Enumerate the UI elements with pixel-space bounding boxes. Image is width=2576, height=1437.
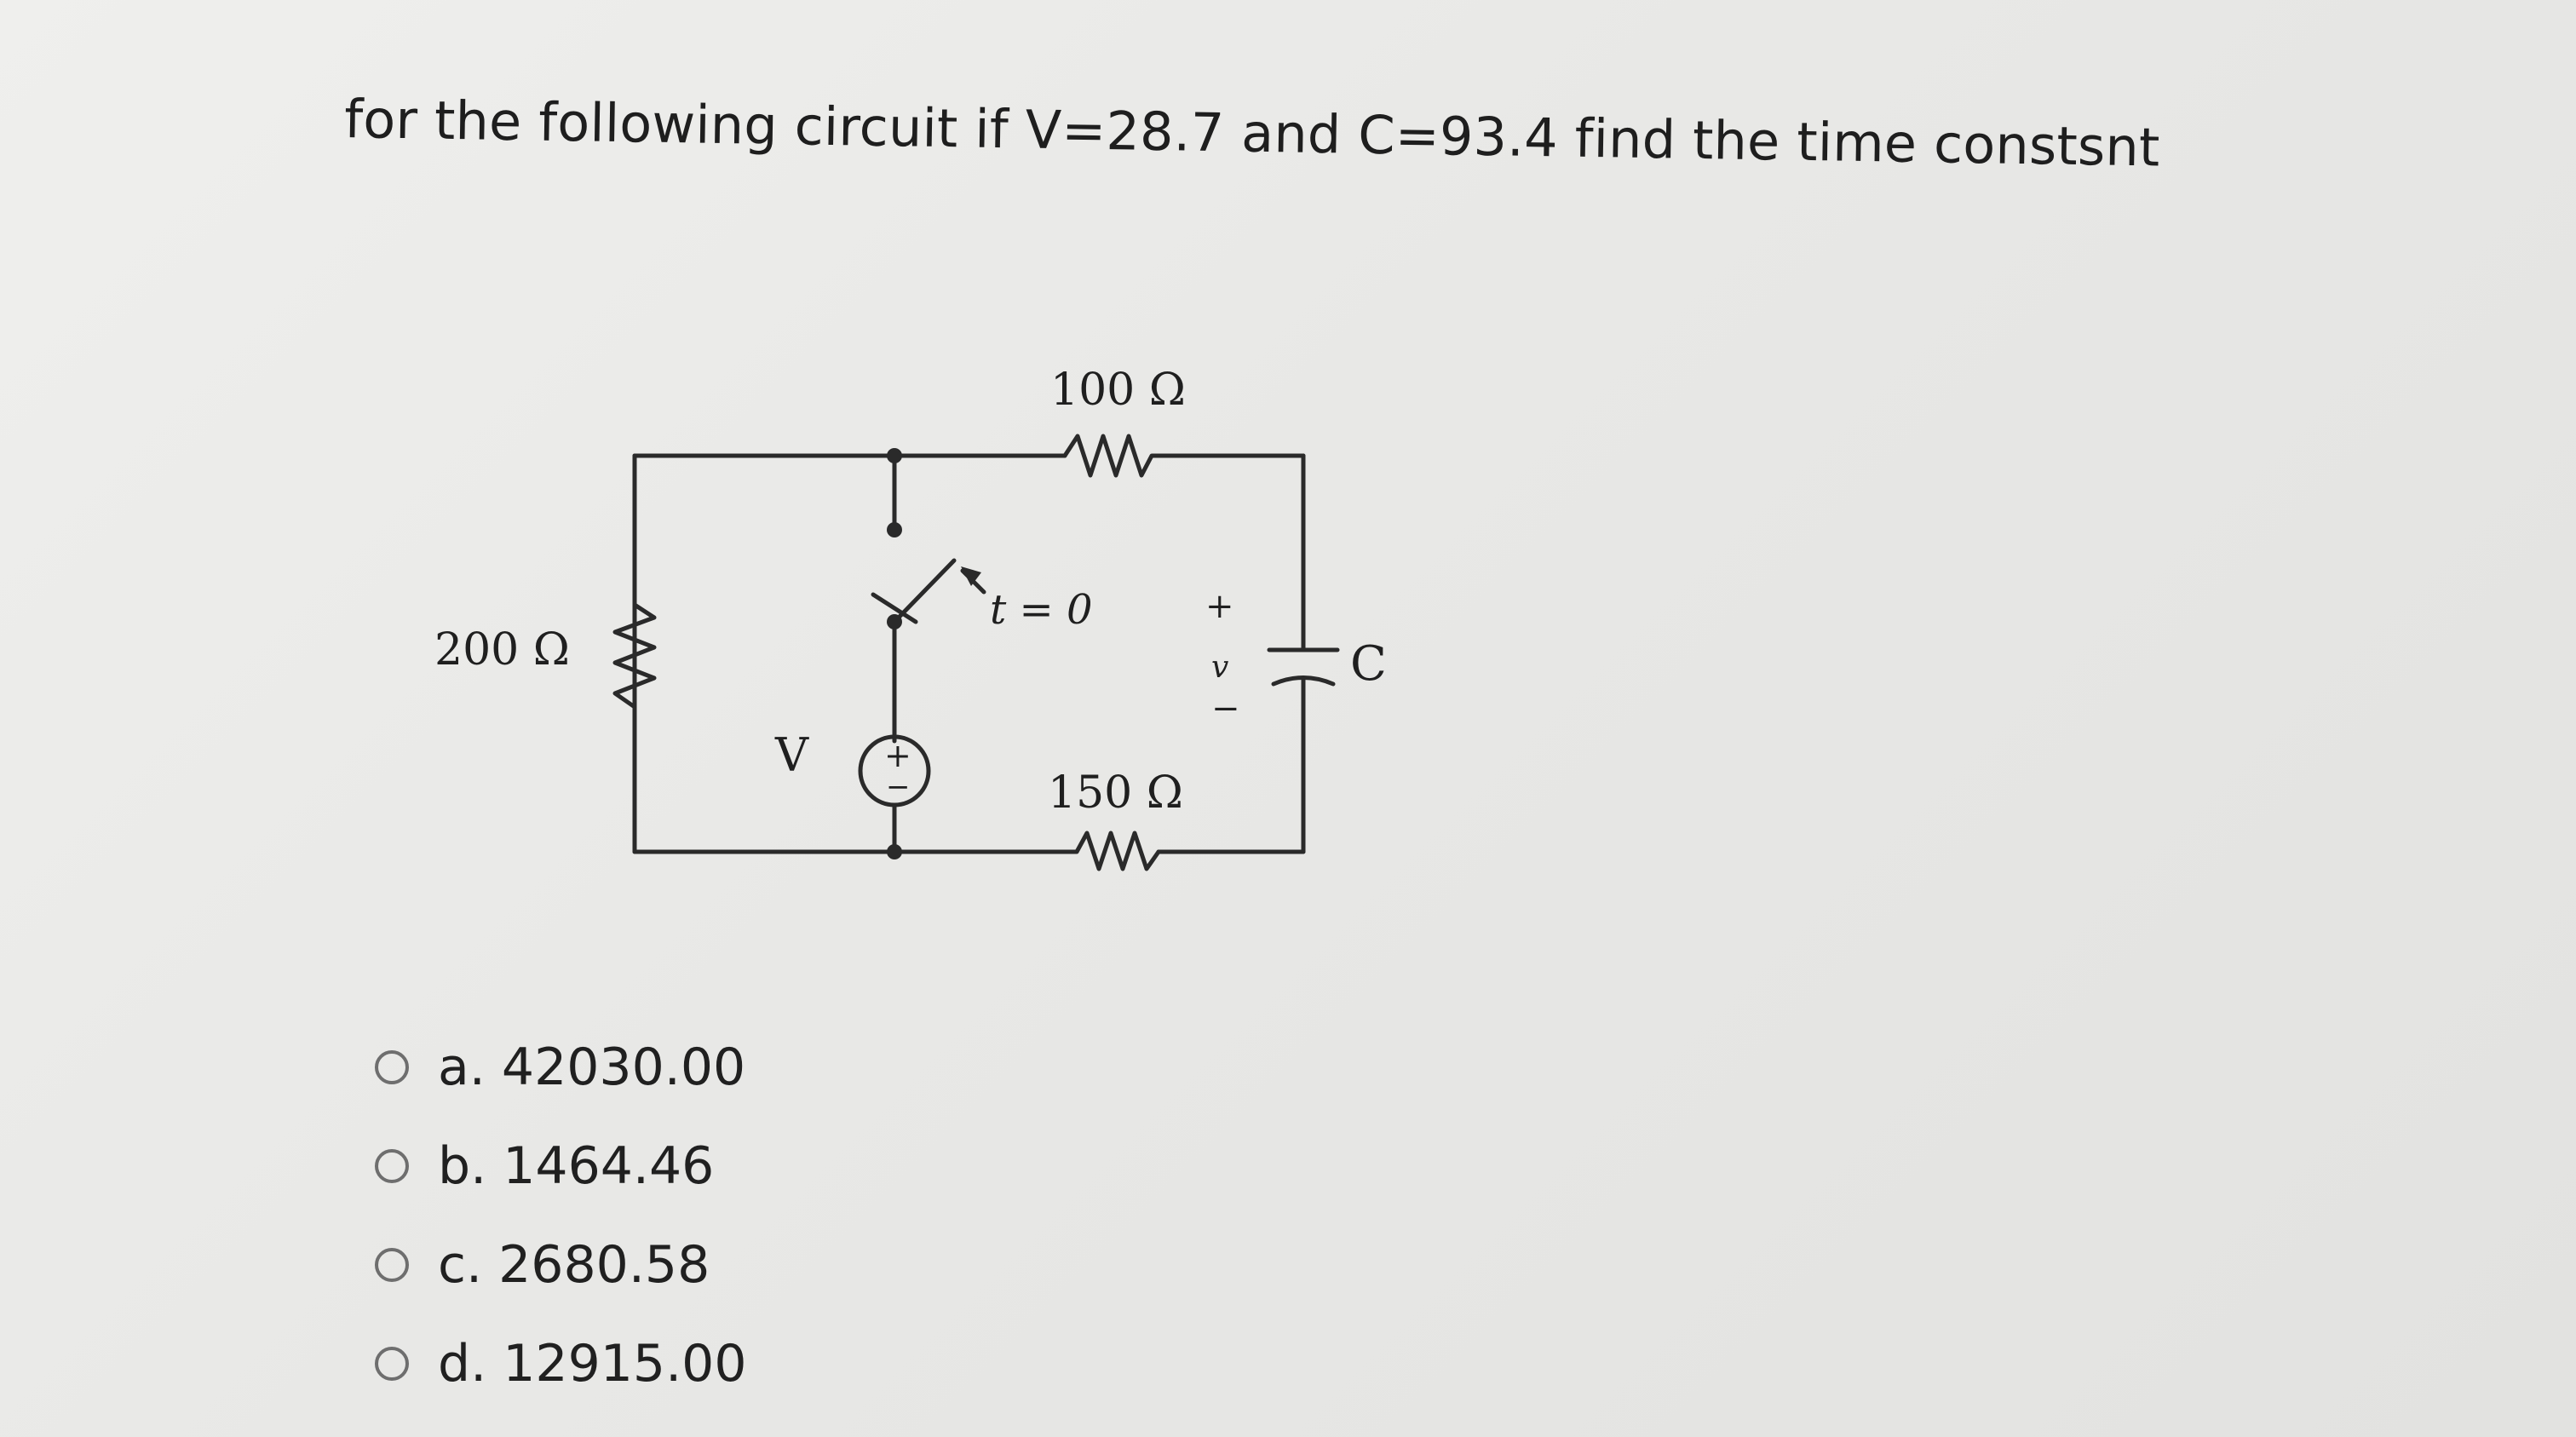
radio-d[interactable] [375, 1347, 409, 1381]
label-r-top: 100 Ω [1050, 365, 1186, 416]
label-cap-plus: + [1205, 587, 1234, 626]
option-c-label: c. 2680.58 [438, 1235, 710, 1295]
radio-c[interactable] [375, 1248, 409, 1282]
resistor-bottom [632, 831, 1161, 871]
option-d-label: d. 12915.00 [438, 1334, 747, 1394]
resistor-top [1062, 434, 1306, 478]
label-cap-minus: − [1211, 689, 1240, 728]
switch-blade [892, 558, 957, 624]
option-a-label: a. 42030.00 [438, 1038, 746, 1097]
circuit-diagram: 100 Ω 200 Ω 150 Ω t = 0 V + − + v − C [409, 341, 1431, 937]
option-d[interactable]: d. 12915.00 [375, 1314, 747, 1413]
label-source-plus: + [884, 737, 911, 774]
option-b-label: b. 1464.46 [438, 1136, 715, 1196]
label-cap-voltage: v [1211, 650, 1228, 685]
label-source-minus: − [886, 770, 911, 804]
option-c[interactable]: c. 2680.58 [375, 1216, 747, 1314]
radio-a[interactable] [375, 1050, 409, 1084]
label-capacitor: C [1350, 636, 1387, 692]
question-text: for the following circuit if V=28.7 and … [343, 87, 2161, 179]
label-switch: t = 0 [990, 586, 1093, 634]
option-a[interactable]: a. 42030.00 [375, 1018, 747, 1117]
option-b[interactable]: b. 1464.46 [375, 1117, 747, 1216]
radio-b[interactable] [375, 1149, 409, 1183]
circuit-svg: 100 Ω 200 Ω 150 Ω t = 0 V + − + v − C [434, 365, 1387, 871]
label-r-left: 200 Ω [434, 624, 570, 675]
label-source: V [774, 728, 809, 782]
answer-options: a. 42030.00 b. 1464.46 c. 2680.58 d. 129… [375, 1018, 747, 1413]
label-r-bottom: 150 Ω [1048, 767, 1183, 819]
